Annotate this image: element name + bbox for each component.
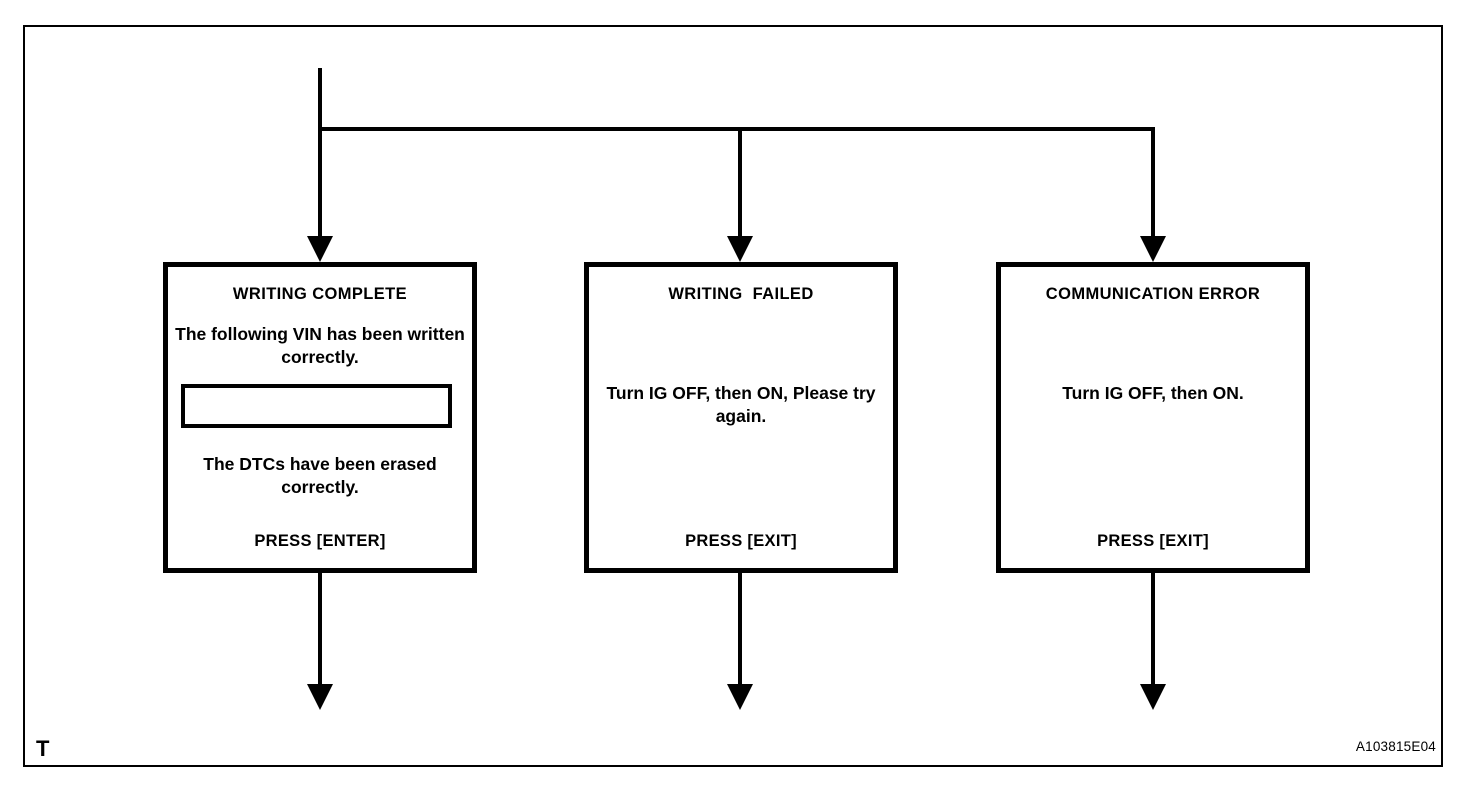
screen-communication-error: COMMUNICATION ERROR Turn IG OFF, then ON… xyxy=(996,262,1310,573)
flow-inbound-stem xyxy=(318,68,322,131)
flow-arrow-exit-3 xyxy=(1140,684,1166,710)
screen-footer-press-exit-failed[interactable]: PRESS [EXIT] xyxy=(685,532,797,550)
screen-message-vin-written: The following VIN has been written corre… xyxy=(175,324,465,368)
screen-title-writing-failed: WRITING FAILED xyxy=(668,285,814,303)
vin-value-field[interactable] xyxy=(181,384,452,428)
screen-footer-press-exit-error[interactable]: PRESS [EXIT] xyxy=(1097,532,1209,550)
flow-arrow-down-1 xyxy=(307,236,333,262)
flow-branch-line-2 xyxy=(738,127,742,239)
screen-title-communication-error: COMMUNICATION ERROR xyxy=(1045,285,1261,303)
flow-exit-line-3 xyxy=(1151,573,1155,687)
flow-exit-line-1 xyxy=(318,573,322,687)
flow-branch-line-3 xyxy=(1151,127,1155,239)
figure-id-label: A103815E04 xyxy=(1355,739,1436,754)
flow-branch-bus xyxy=(318,127,1155,131)
screen-title-writing-complete: WRITING COMPLETE xyxy=(232,285,408,303)
flow-arrow-exit-2 xyxy=(727,684,753,710)
flow-branch-line-1 xyxy=(318,127,322,239)
figure-border xyxy=(23,25,1443,767)
screen-message-dtc-erased: The DTCs have been erased correctly. xyxy=(203,454,437,498)
flow-arrow-down-3 xyxy=(1140,236,1166,262)
screen-writing-complete-content: WRITING COMPLETE The following VIN has b… xyxy=(168,267,472,568)
screen-footer-press-enter[interactable]: PRESS [ENTER] xyxy=(254,532,386,550)
screen-writing-failed-content: WRITING FAILED Turn IG OFF, then ON, Ple… xyxy=(589,267,893,568)
screen-writing-complete: WRITING COMPLETE The following VIN has b… xyxy=(163,262,477,573)
flow-continuation-label: T xyxy=(36,736,50,761)
screen-message-ig-cycle: Turn IG OFF, then ON. xyxy=(1062,383,1244,403)
screen-writing-failed: WRITING FAILED Turn IG OFF, then ON, Ple… xyxy=(584,262,898,573)
flow-arrow-exit-1 xyxy=(307,684,333,710)
screen-message-retry: Turn IG OFF, then ON, Please try again. xyxy=(606,383,876,427)
screen-communication-error-content: COMMUNICATION ERROR Turn IG OFF, then ON… xyxy=(1001,267,1305,568)
flow-exit-line-2 xyxy=(738,573,742,687)
flow-arrow-down-2 xyxy=(727,236,753,262)
